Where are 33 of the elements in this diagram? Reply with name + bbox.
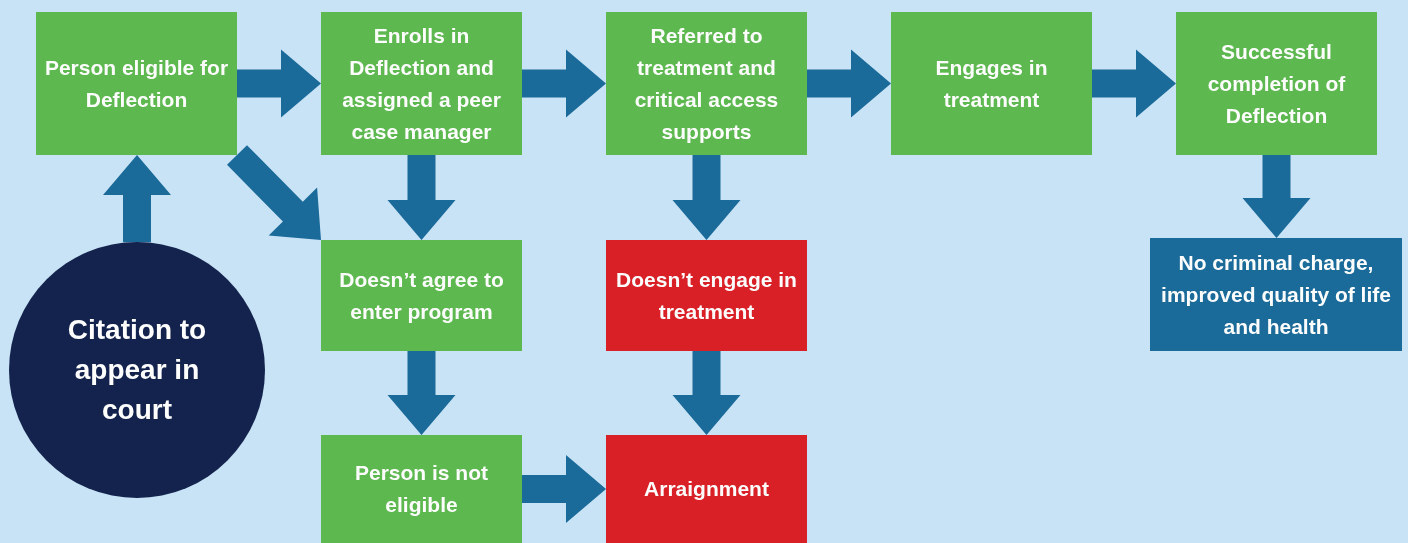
block-arrow <box>103 155 171 242</box>
node-label: Engages in treatment <box>934 54 1049 113</box>
block-arrow <box>672 351 741 435</box>
node-label: Successful completion of Deflection <box>1206 38 1347 129</box>
block-arrow <box>522 49 606 118</box>
node-label: Person is not eligible <box>354 460 489 518</box>
process-box <box>891 12 1092 155</box>
process-box <box>606 12 807 155</box>
process-box <box>36 12 237 155</box>
node-label: Arraignment <box>644 476 769 502</box>
node-label: Referred to treatment and critical access supports <box>633 22 780 145</box>
outcome-box <box>606 240 807 351</box>
block-arrow <box>807 49 891 118</box>
result-box <box>1150 238 1402 351</box>
block-arrow <box>387 155 456 240</box>
node-label: Enrolls in Deflection and assigned a peer case manager <box>341 22 502 145</box>
block-arrow <box>1242 155 1311 238</box>
node-label: Citation to appear in court <box>66 313 208 427</box>
node-label: Doesn’t engage in treatment <box>615 266 798 325</box>
block-arrow <box>522 455 606 523</box>
block-arrow <box>387 351 456 435</box>
process-box <box>321 435 522 543</box>
node-label: Doesn’t agree to enter program <box>338 266 505 325</box>
block-arrow <box>237 49 321 118</box>
node-label: Person eligible for Deflection <box>44 54 229 113</box>
process-box <box>321 12 522 155</box>
process-box <box>321 240 522 351</box>
process-box <box>1176 12 1377 155</box>
block-arrow <box>672 155 741 240</box>
block-arrow <box>1092 49 1176 118</box>
block-arrow <box>227 145 321 240</box>
outcome-box <box>606 435 807 543</box>
node-label: No criminal charge, improved quality of life and health <box>1160 249 1392 340</box>
